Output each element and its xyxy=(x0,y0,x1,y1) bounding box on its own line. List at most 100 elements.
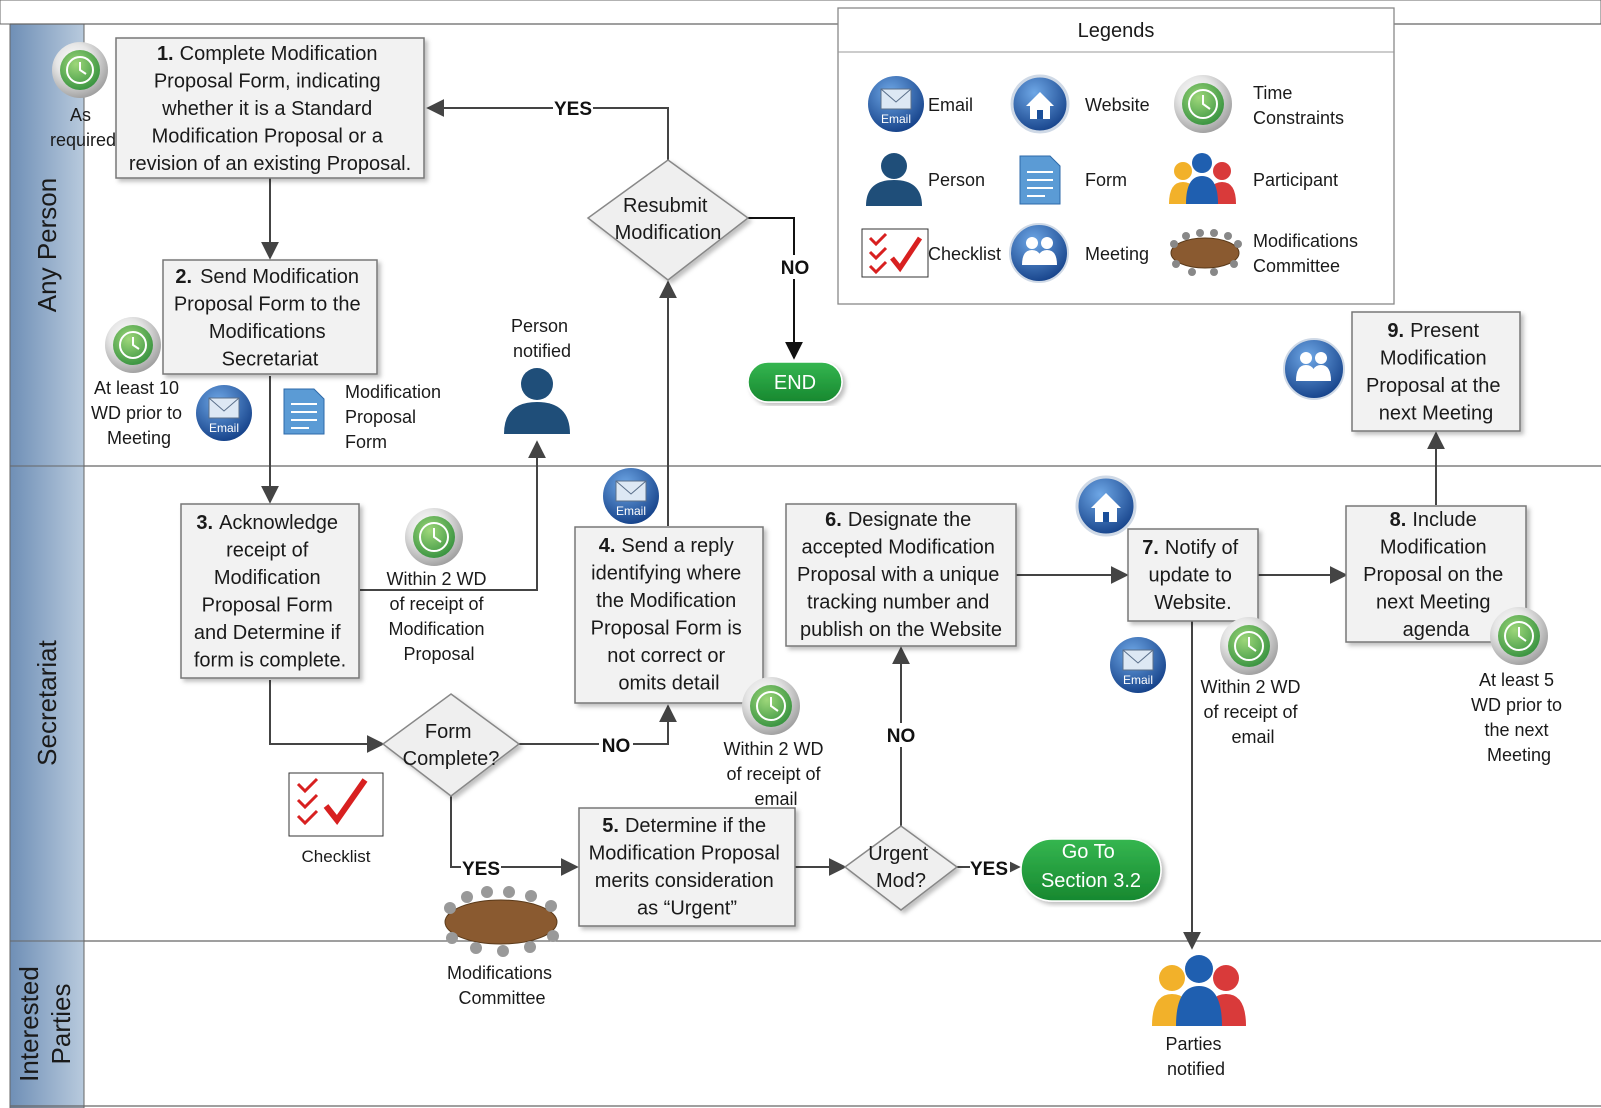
process-steps: 1.Complete Modification Proposal Form, i… xyxy=(115,37,1527,927)
lane-label-any-person: Any Person xyxy=(32,178,62,312)
svg-text:Form: Form xyxy=(1085,170,1127,190)
edge-label-yes-resubmit: YES xyxy=(554,99,592,120)
form-icon xyxy=(283,388,325,435)
svg-text:Email: Email xyxy=(881,112,911,126)
person-icon xyxy=(866,153,922,206)
meeting-icon xyxy=(1009,223,1069,283)
annotation-within-2-wd-step4: Within 2 WD of receipt of email xyxy=(723,739,828,809)
svg-text:Email: Email xyxy=(928,95,973,115)
annotation-at-least-5-wd: At least 5 WD prior to the next Meeting xyxy=(1471,670,1567,765)
step-4-box[interactable]: 4.Send a reply identifying where the Mod… xyxy=(574,526,764,704)
annotation-within-2-wd-step3: Within 2 WD of receipt of Modification P… xyxy=(386,569,491,664)
annotation-as-required: As required xyxy=(50,105,116,150)
clock-icon xyxy=(1220,617,1278,675)
step-1-text: 1.Complete Modification Proposal Form, i… xyxy=(129,43,411,175)
clock-icon xyxy=(1490,607,1548,665)
step-3-box[interactable]: 3.Acknowledge receipt of Modification Pr… xyxy=(180,503,360,679)
legend-item-checklist: Checklist xyxy=(861,228,1001,278)
svg-text:Email: Email xyxy=(616,504,646,518)
end-terminal[interactable]: END xyxy=(747,361,843,403)
step-1-box[interactable]: 1.Complete Modification Proposal Form, i… xyxy=(115,37,425,179)
svg-text:Email: Email xyxy=(209,421,239,435)
annotation-modifications-committee: Modifications Committee xyxy=(447,963,557,1008)
meeting-icon xyxy=(1283,338,1345,400)
clock-icon xyxy=(742,677,800,735)
legend-panel: Legends Email Email Website xyxy=(837,7,1395,305)
svg-text:Time: Time xyxy=(1253,83,1292,103)
email-icon: Email xyxy=(196,385,252,441)
time-constraints-icon xyxy=(1174,75,1232,133)
decisions: Resubmit Modification Form Complete? Urg… xyxy=(381,159,959,911)
step-9-box[interactable]: 9.Present Modification Proposal at the n… xyxy=(1351,311,1521,432)
svg-text:Website: Website xyxy=(1085,95,1150,115)
svg-text:Modifications: Modifications xyxy=(1253,231,1358,251)
edge-label-no-resubmit: NO xyxy=(781,258,810,279)
step-8-box[interactable]: 8.Include Modification Proposal on the n… xyxy=(1345,505,1527,643)
step-7-box[interactable]: 7.Notify of update to Website. xyxy=(1127,528,1259,622)
legend-title: Legends xyxy=(1078,20,1155,42)
legend-item-person: Person xyxy=(866,153,985,206)
email-icon: Email xyxy=(1110,637,1166,693)
legend-item-email: Email Email xyxy=(868,76,973,132)
svg-text:Resubmit Modification: Resubmit Modification xyxy=(615,195,722,244)
svg-text:END: END xyxy=(774,372,816,394)
decision-form-complete[interactable]: Form Complete? xyxy=(381,693,521,797)
svg-text:Urgent Mod?: Urgent Mod? xyxy=(868,843,934,892)
legend-item-modifications-committee: Modifications Committee xyxy=(1170,229,1358,276)
svg-text:Person: Person xyxy=(928,170,985,190)
step-5-box[interactable]: 5.Determine if the Modification Proposal… xyxy=(578,807,796,927)
modifications-committee-icon xyxy=(1170,229,1242,276)
step-2-text: 2.Send Modification Proposal Form to the… xyxy=(174,266,366,371)
step-6-text: 6.Designate the accepted Modification Pr… xyxy=(797,509,1005,641)
annotation-checklist: Checklist xyxy=(302,847,371,866)
edge-label-yes-urgent: YES xyxy=(970,859,1008,880)
svg-text:Participant: Participant xyxy=(1253,170,1338,190)
legend-item-time-constraints: Time Constraints xyxy=(1174,75,1344,133)
svg-text:Form Complete?: Form Complete? xyxy=(403,721,500,770)
decision-resubmit[interactable]: Resubmit Modification xyxy=(586,159,750,281)
lane-label-interested-parties: Interested Parties xyxy=(14,966,76,1082)
form-icon xyxy=(1019,155,1061,205)
checklist-icon xyxy=(861,228,929,278)
edge-label-yes-form: YES xyxy=(462,859,500,880)
website-icon xyxy=(1075,475,1137,537)
decision-urgent-mod[interactable]: Urgent Mod? xyxy=(843,825,959,911)
step-5-text: 5.Determine if the Modification Proposal… xyxy=(589,815,786,920)
svg-text:Email: Email xyxy=(1123,673,1153,687)
annotation-modification-proposal-form: Modification Proposal Form xyxy=(345,382,446,452)
legend-item-meeting: Meeting xyxy=(1009,223,1149,283)
email-icon: Email xyxy=(868,76,924,132)
step-2-box[interactable]: 2.Send Modification Proposal Form to the… xyxy=(162,259,378,375)
step-3-text: 3.Acknowledge receipt of Modification Pr… xyxy=(194,512,346,672)
clock-icon xyxy=(105,317,161,373)
legend-item-website: Website xyxy=(1010,74,1150,134)
annotations: As required At least 10 WD prior to Meet… xyxy=(50,42,1567,1079)
go-to-section-terminal[interactable]: Go To Section 3.2 xyxy=(1020,838,1162,902)
clock-icon xyxy=(405,508,463,566)
step-7-text: 7.Notify of update to Website. xyxy=(1142,537,1244,614)
edge-label-no-form: NO xyxy=(602,736,631,757)
legend-item-participant: Participant xyxy=(1169,153,1338,204)
svg-text:Interested: Interested xyxy=(14,966,44,1082)
annotation-within-2-wd-step7: Within 2 WD of receipt of email xyxy=(1200,677,1305,747)
svg-text:Constraints: Constraints xyxy=(1253,108,1344,128)
participant-icon xyxy=(1169,153,1236,204)
step-6-box[interactable]: 6.Designate the accepted Modification Pr… xyxy=(785,503,1017,647)
step-4-text: 4.Send a reply identifying where the Mod… xyxy=(591,535,748,695)
step-8-text: 8.Include Modification Proposal on the n… xyxy=(1363,509,1509,641)
annotation-at-least-10-wd: At least 10 WD prior to Meeting xyxy=(91,378,187,448)
edge-labels: YES NO NO YES NO YES xyxy=(461,96,1010,880)
website-icon xyxy=(1010,74,1070,134)
svg-text:Parties: Parties xyxy=(46,984,76,1065)
svg-text:Meeting: Meeting xyxy=(1085,244,1149,264)
svg-text:Checklist: Checklist xyxy=(928,244,1001,264)
connectors xyxy=(261,99,1445,950)
svg-text:Go To Section 3.2: Go To Section 3.2 xyxy=(1041,841,1141,892)
email-icon: Email xyxy=(603,468,659,524)
lane-label-secretariat: Secretariat xyxy=(32,639,62,765)
terminals: END Go To Section 3.2 xyxy=(747,361,1162,902)
edge-label-no-urgent: NO xyxy=(887,726,916,747)
